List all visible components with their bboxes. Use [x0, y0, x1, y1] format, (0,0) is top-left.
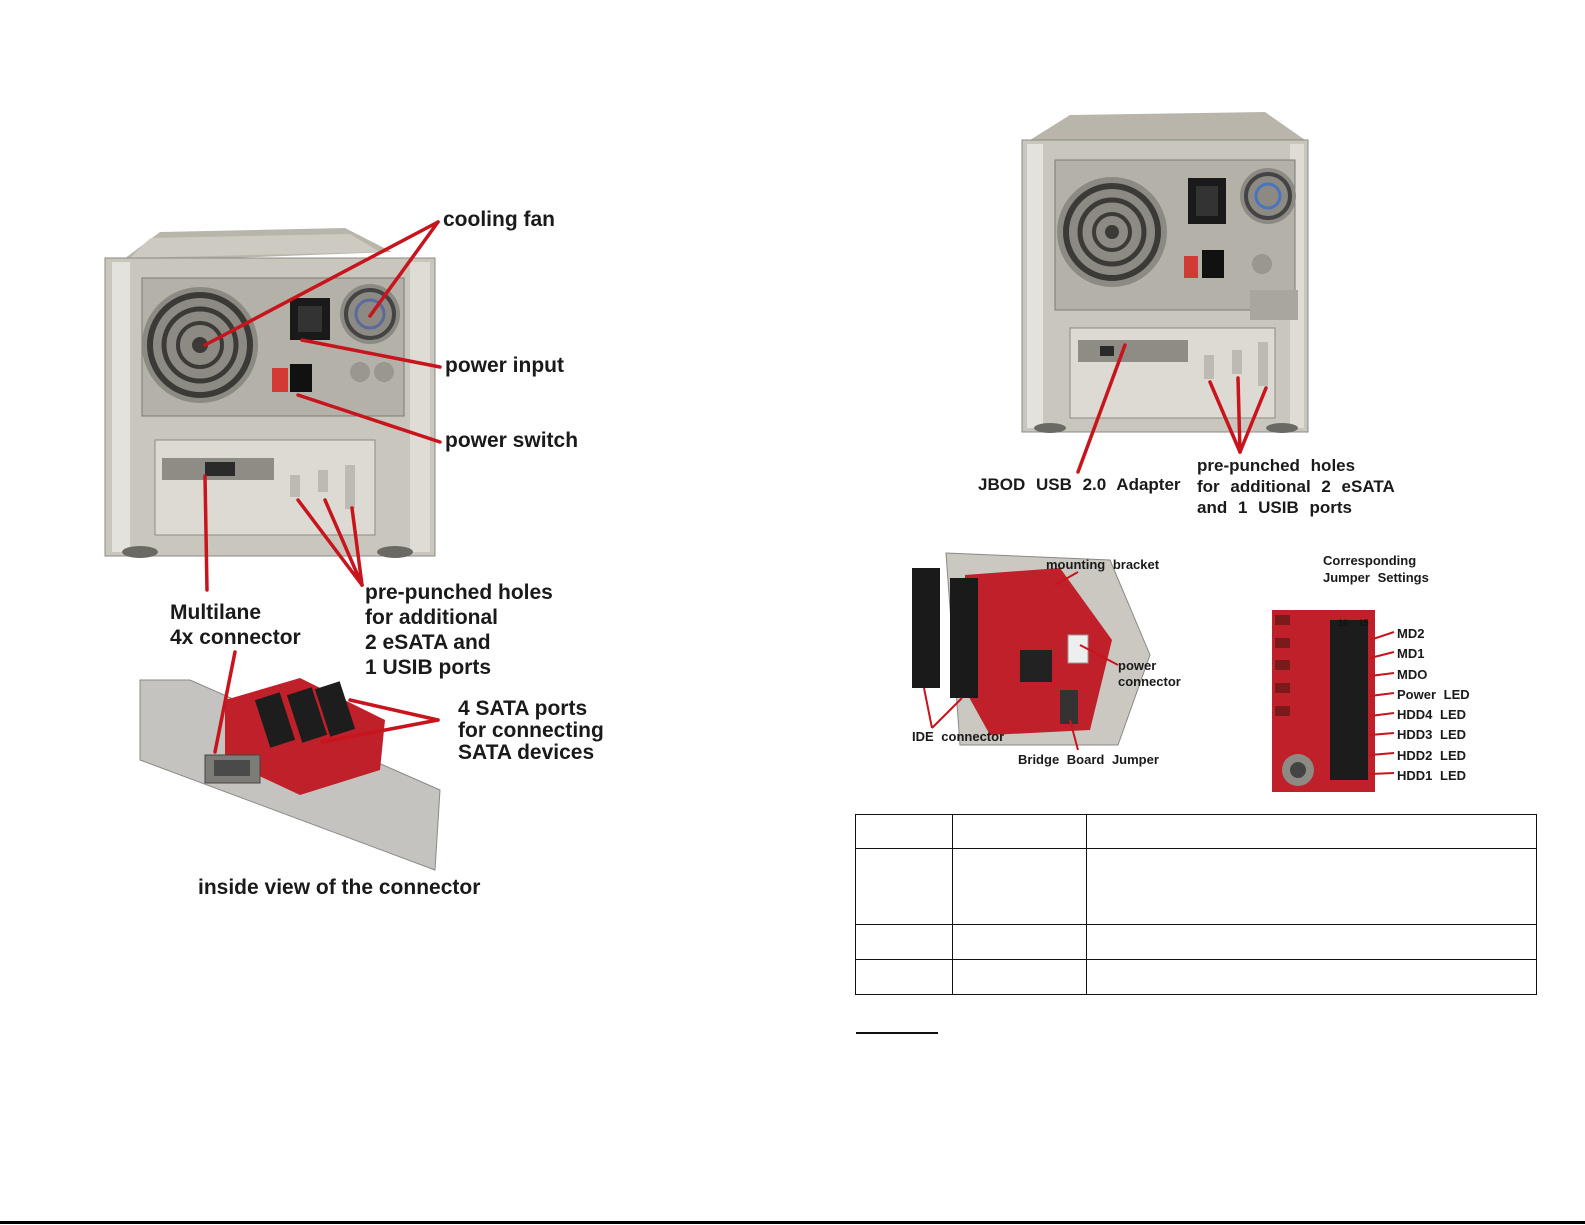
- jumper-label: HDD4 LED: [1397, 707, 1467, 723]
- ide-connector-label: IDE connector: [912, 729, 1005, 744]
- table-cell: [855, 848, 953, 925]
- sata-ports-label: 4 SATA ports for connecting SATA devices: [458, 697, 604, 764]
- table-cell: [952, 924, 1087, 960]
- power-switch-label: power switch: [445, 429, 579, 452]
- table-cell: [855, 959, 953, 995]
- usb-adapter-label: JBOD USB 2.0 Adapter: [978, 475, 1181, 494]
- table-cell: [952, 848, 1087, 925]
- table-row: [855, 959, 1537, 995]
- bridge-board-jumper-label: Bridge Board Jumper: [1018, 752, 1159, 767]
- table-row: [855, 924, 1537, 960]
- jumper-labels-list: MD2 MD1 MDO Power LED HDD4 LED HDD3 LED …: [1397, 624, 1470, 786]
- table-cell: [952, 959, 1087, 995]
- jumper-label: Power LED: [1397, 686, 1470, 702]
- right-enclosure-rear-photo: [912, 112, 1395, 792]
- table-cell: [855, 924, 953, 960]
- right-pre-punched-holes-label: pre-punched holes for additional 2 eSATA…: [1197, 456, 1395, 517]
- table-cell: [1086, 924, 1537, 960]
- table-cell: [1086, 814, 1537, 849]
- jumper-label: HDD2 LED: [1397, 747, 1467, 763]
- jumper-label: MDO: [1397, 666, 1428, 682]
- mounting-bracket-label: mounting bracket: [1046, 557, 1160, 572]
- jumper-label: HDD1 LED: [1397, 768, 1467, 784]
- power-input-label: power input: [445, 354, 564, 377]
- left-enclosure-rear-photo: [104, 220, 442, 871]
- jumper-settings-table: [855, 814, 1537, 995]
- underline-rule: [856, 1032, 938, 1034]
- page-bottom-rule: [0, 1221, 1585, 1224]
- jumper-settings-title: Corresponding Jumper Settings: [1323, 553, 1429, 585]
- table-cell: [1086, 959, 1537, 995]
- power-connector-label: power connector: [1118, 658, 1181, 689]
- jumper-pin-marks: 16 15: [1338, 618, 1369, 628]
- table-row: [855, 848, 1537, 925]
- table-row: [855, 814, 1537, 849]
- jumper-label: HDD3 LED: [1397, 727, 1467, 743]
- jumper-label: MD1: [1397, 646, 1425, 662]
- multilane-connector-label: Multilane 4x connector: [170, 601, 301, 649]
- jumper-label: MD2: [1397, 626, 1425, 641]
- table-cell: [855, 814, 953, 849]
- cooling-fan-label: cooling fan: [443, 208, 555, 231]
- table-cell: [1086, 848, 1537, 925]
- inside-view-caption: inside view of the connector: [198, 876, 481, 899]
- pre-punched-holes-label: pre-punched holes for additional 2 eSATA…: [365, 581, 553, 679]
- table-cell: [952, 814, 1087, 849]
